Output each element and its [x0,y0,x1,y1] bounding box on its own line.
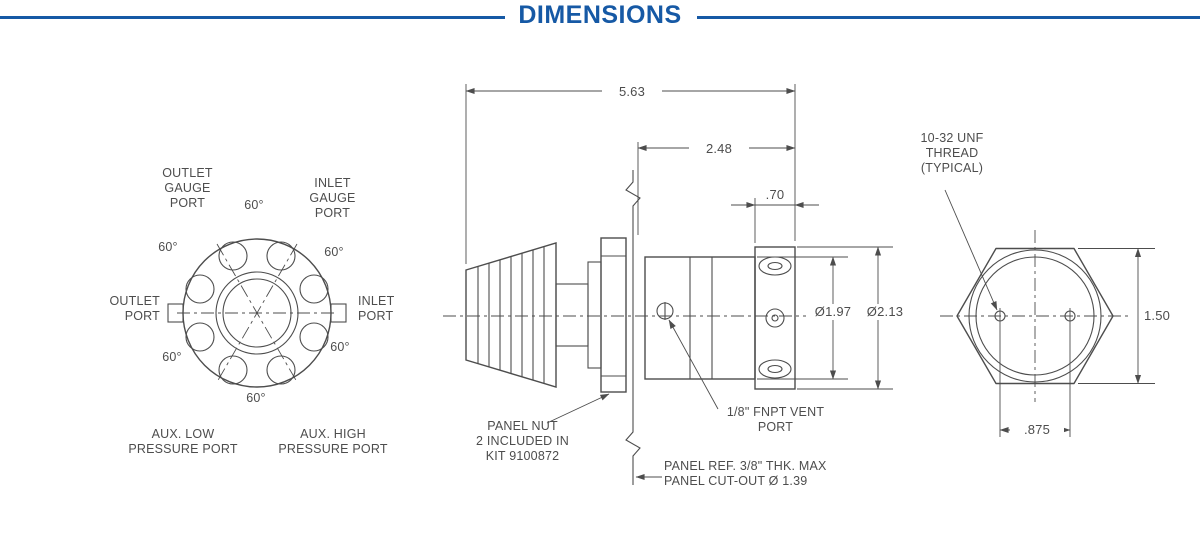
vent-leader [668,319,719,410]
header-rule-left [0,16,505,19]
inlet-gauge-port-label: INLET GAUGE PORT [309,176,356,220]
rear-view-drawing [940,189,1155,437]
aux-low-pressure-port-label: AUX. LOW PRESSURE PORT [128,427,238,456]
outlet-gauge-port-label: OUTLET GAUGE PORT [162,166,213,210]
hole-spacing-dim-label: .875 [1010,422,1064,438]
angle-label: 60° [158,240,178,254]
cap-width-dim-label: .70 [765,187,785,202]
panel-ref-note: PANEL REF. 3/8" THK. MAX PANEL CUT-OUT Ø… [664,459,827,488]
side-view-drawing [443,84,908,485]
angle-label: 60° [244,198,264,212]
angle-label: 60° [162,350,182,364]
outlet-port-label: OUTLET PORT [109,294,160,323]
aux-high-pressure-port-label: AUX. HIGH PRESSURE PORT [278,427,388,456]
thread-note: 10-32 UNF THREAD (TYPICAL) [920,131,984,175]
overall-length-dim-label: 5.63 [602,84,662,100]
angle-label: 60° [330,340,350,354]
angle-label: 60° [324,245,344,259]
angle-label: 60° [246,391,266,405]
thread-leader [944,189,998,311]
panel-nut-note: PANEL NUT 2 INCLUDED IN KIT 9100872 [476,419,569,463]
body-length-dim-label: 2.48 [689,141,749,157]
panel-line [625,170,641,485]
panel-nut-leader [546,393,610,424]
inlet-port-label: INLET PORT [358,294,395,323]
vent-port-note: 1/8" FNPT VENT PORT [726,405,825,434]
cap-diameter-dim-label: Ø2.13 [858,304,912,320]
page-title: DIMENSIONS [518,1,682,29]
body-diameter-dim-label: Ø1.97 [806,304,860,320]
front-view-drawing [167,238,347,388]
header-rule-right [697,16,1200,19]
across-flats-dim-label: 1.50 [1144,308,1171,323]
